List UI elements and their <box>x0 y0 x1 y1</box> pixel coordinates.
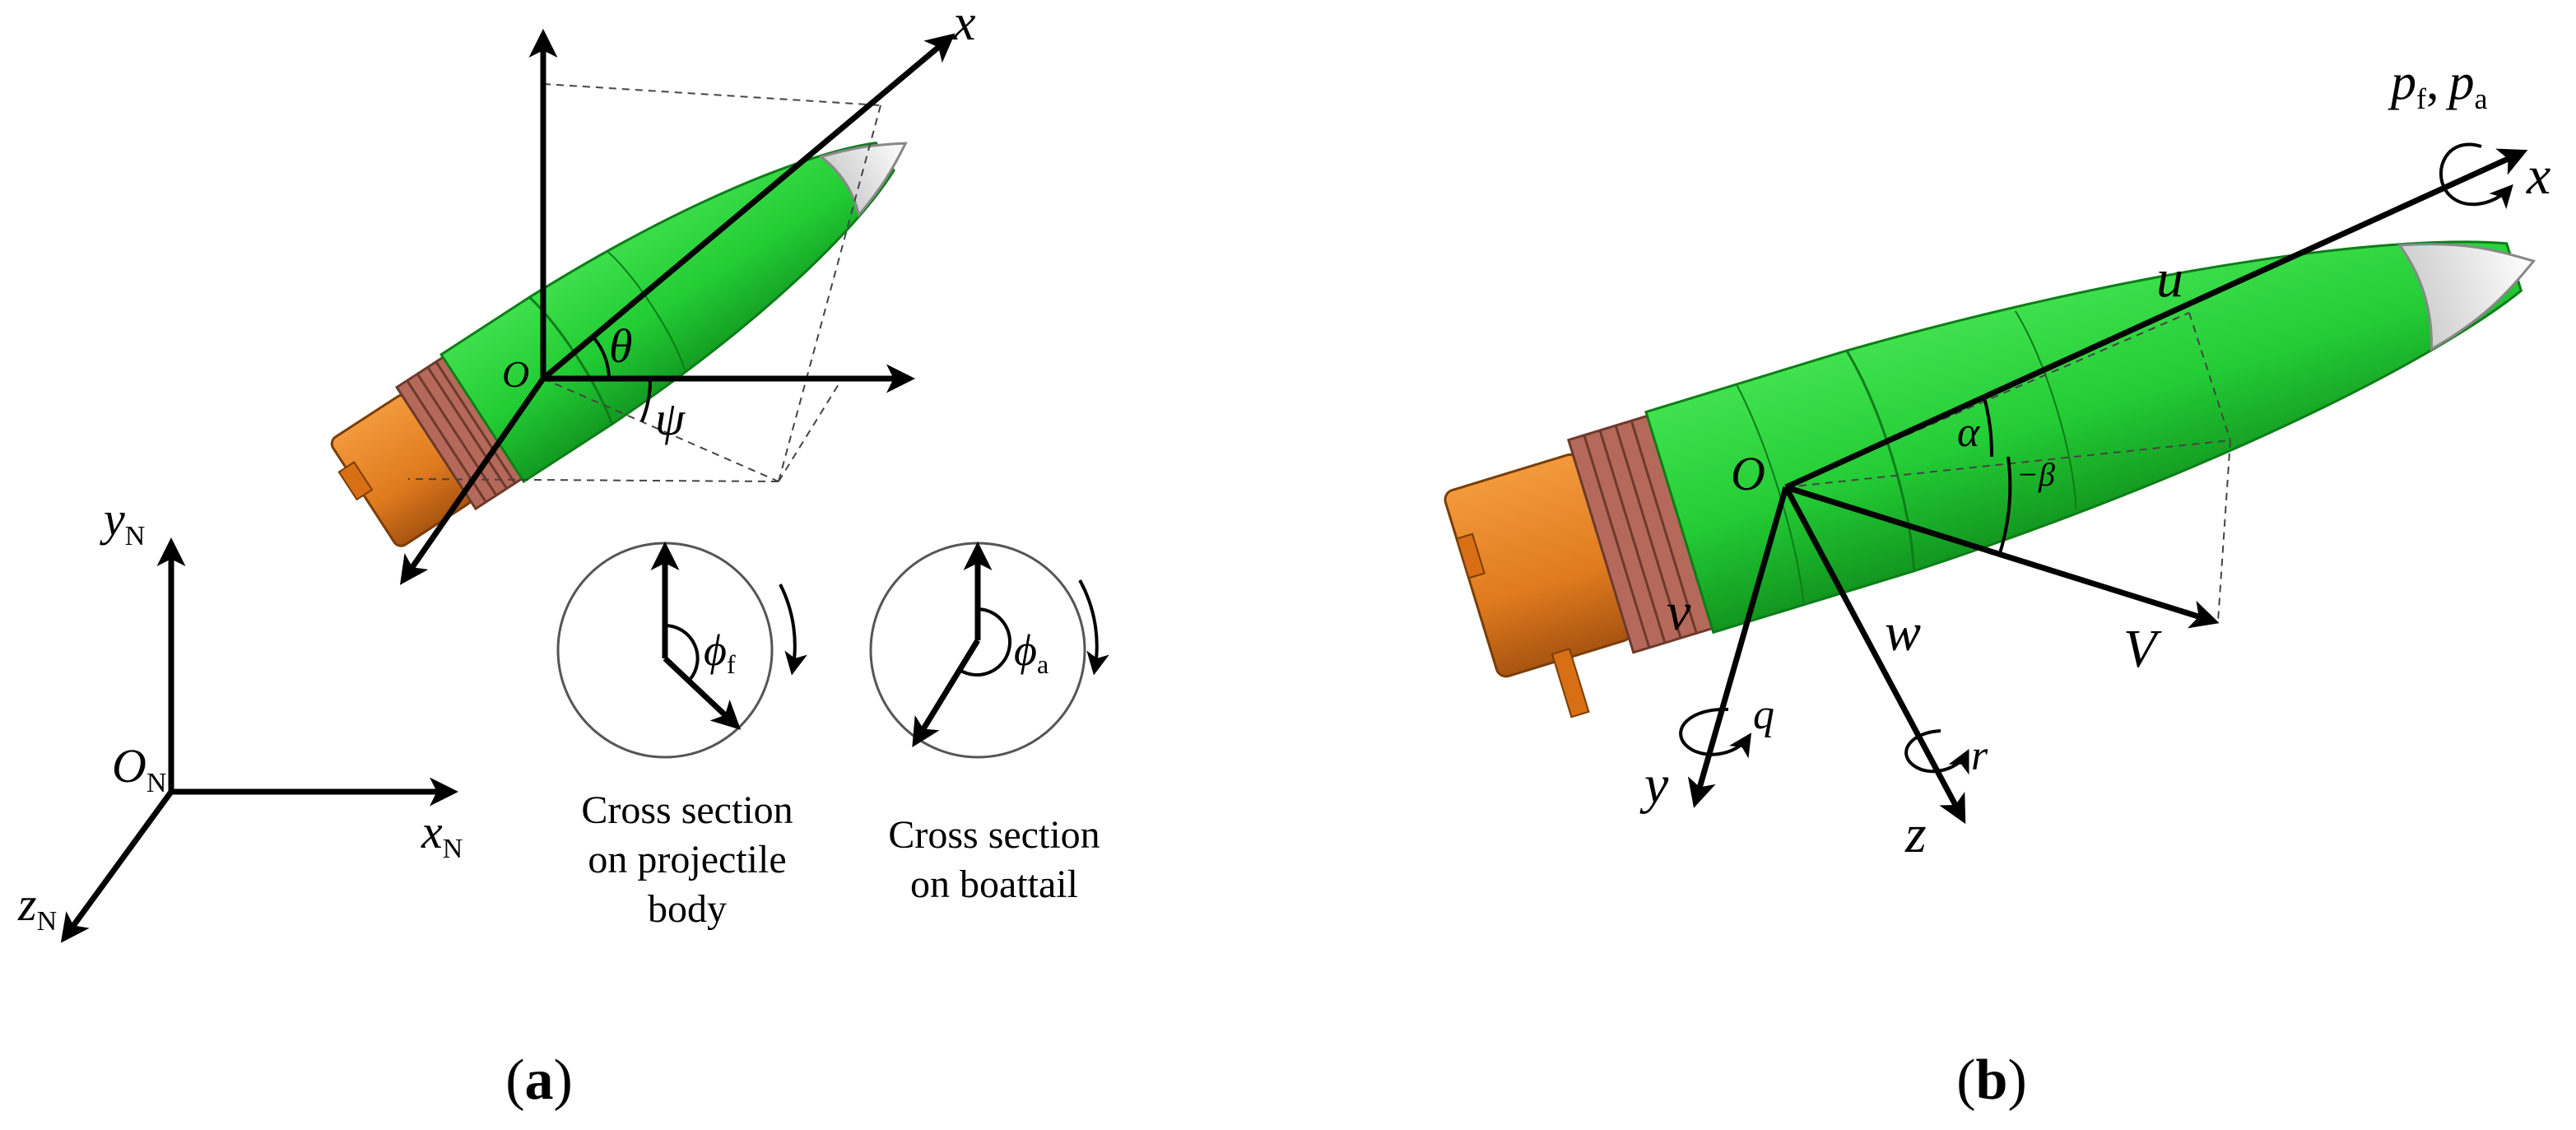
body-axes-b <box>1687 148 2528 825</box>
inertial-axes <box>60 537 458 943</box>
label-p-pair: pf,pa <box>2388 54 2488 115</box>
caption-cross-section-boattail-2: on boattail <box>910 863 1078 906</box>
label-V: V <box>2123 619 2162 679</box>
label-phi-a: ϕa <box>1014 625 1049 679</box>
nose-tip <box>818 142 908 218</box>
label-u: u <box>2156 249 2183 309</box>
label-origin-b: O <box>1731 447 1765 500</box>
label-psi: ψ <box>655 392 686 445</box>
label-v: v <box>1667 582 1691 642</box>
x-axis-b <box>1784 148 2528 491</box>
cross-section-body: ϕf <box>556 542 807 759</box>
green-body <box>1644 240 2523 635</box>
label-theta: θ <box>609 319 633 373</box>
label-w: w <box>1885 602 1921 663</box>
label-ON: ON <box>112 739 166 798</box>
V-vector <box>1784 484 2220 629</box>
zN-axis <box>60 789 174 943</box>
x-axis <box>541 33 956 381</box>
psi-arc <box>640 378 653 422</box>
q-rotation-icon <box>1679 707 1752 759</box>
label-zN: zN <box>17 877 57 937</box>
panel-b-caption: (b) <box>1956 1049 2027 1112</box>
p-rotation-icon <box>2439 142 2513 209</box>
tail-fin <box>1551 648 1590 718</box>
label-x-a: x <box>952 0 976 51</box>
nose-tip <box>2397 243 2536 351</box>
label-origin-a: O <box>502 353 529 395</box>
projectile-a <box>330 142 908 547</box>
label-x-b: x <box>2526 146 2550 206</box>
tail-fin <box>1455 532 1486 579</box>
label-y-b: y <box>1639 755 1669 815</box>
green-body <box>439 142 895 484</box>
panel-a-caption: (a) <box>505 1049 573 1112</box>
label-xN: xN <box>421 805 463 864</box>
caption-cross-section-body-1: Cross section <box>581 788 793 832</box>
label-r: r <box>1971 732 1988 779</box>
tail-fin <box>337 461 374 501</box>
body-axes-a <box>400 29 956 585</box>
beta-arc <box>1998 456 2012 554</box>
caption-cross-section-body-2: on projectile <box>588 838 786 881</box>
theta-arc <box>593 337 611 379</box>
label-alpha: α <box>1957 409 1981 456</box>
rotation-arrows-b <box>1679 142 2513 775</box>
label-q: q <box>1753 691 1774 738</box>
caption-cross-section-boattail-1: Cross section <box>888 813 1100 857</box>
rear-axis <box>400 377 546 585</box>
label-z-b: z <box>1904 804 1927 864</box>
label-yN: yN <box>100 492 145 551</box>
projectile-b <box>1444 240 2536 718</box>
label-phi-f: ϕf <box>704 625 736 679</box>
alpha-arc <box>1983 397 1994 458</box>
z-axis-b <box>1783 486 1966 825</box>
caption-cross-section-body-3: body <box>648 887 727 931</box>
cross-section-boattail: ϕa <box>869 542 1109 759</box>
y-axis-b <box>1687 486 1789 808</box>
panel-a: x O θ ψ yN xN zN ON ϕf Cross section on … <box>17 0 1109 1112</box>
r-rotation-icon <box>1904 729 1969 775</box>
panel-b: x y z O u v w V α −β q r pf,pa (b) <box>1444 54 2550 1112</box>
label-minus-beta: −β <box>2016 456 2055 493</box>
